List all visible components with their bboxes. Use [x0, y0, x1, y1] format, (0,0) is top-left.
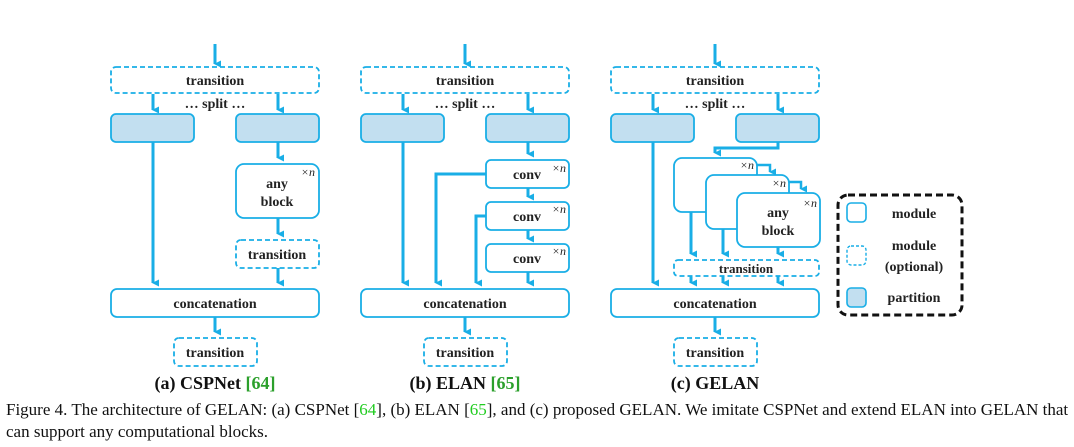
repeat-n-label: ×n	[803, 196, 817, 210]
conv-label: conv	[513, 252, 541, 267]
subfigure-caption-a: (a) CSPNet [64]	[155, 373, 276, 394]
figure-caption: Figure 4. The architecture of GELAN: (a)…	[6, 399, 1074, 443]
repeat-n-label: ×n	[552, 161, 566, 175]
repeat-n-label: ×n	[552, 202, 566, 216]
transition-label: transition	[719, 261, 774, 276]
concatenation-label: concatenation	[673, 297, 756, 312]
partition-box	[235, 113, 320, 143]
transition-label: transition	[436, 346, 495, 361]
legend-optional-label-2: (optional)	[885, 260, 944, 275]
transition-label: transition	[686, 346, 745, 361]
transition-label: transition	[186, 346, 245, 361]
elan-diagram: transition … split … conv ×n conv ×n con…	[360, 44, 570, 394]
split-label: … split …	[685, 97, 746, 112]
split-label: … split …	[185, 97, 246, 112]
transition-box	[610, 66, 820, 94]
concatenation-label: concatenation	[173, 297, 256, 312]
block-label: block	[762, 224, 795, 239]
transition-label: transition	[186, 74, 245, 89]
partition-box	[360, 113, 445, 143]
arrow	[474, 214, 486, 283]
subfigure-caption-c: (c) GELAN	[671, 373, 760, 394]
repeat-n-label: ×n	[772, 176, 786, 190]
arrow	[713, 142, 780, 153]
citation-link[interactable]: 64	[359, 400, 377, 419]
partition-box	[110, 113, 195, 143]
any-label: any	[767, 206, 789, 221]
transition-label: transition	[248, 248, 307, 263]
transition-box	[173, 337, 258, 367]
legend-partition-swatch	[846, 287, 867, 308]
legend-module-label: module	[892, 207, 936, 222]
arrow	[789, 180, 801, 189]
legend-partition-label: partition	[888, 291, 941, 306]
conv-label: conv	[513, 210, 541, 225]
gelan-diagram: transition … split … any block ×n transi…	[110, 44, 964, 394]
transition-box	[110, 66, 320, 94]
transition-box	[423, 337, 508, 367]
caption-text: ], (b) ELAN [	[376, 400, 470, 419]
transition-box	[360, 66, 570, 94]
repeat-n-label: ×n	[740, 158, 754, 172]
transition-label: transition	[686, 74, 745, 89]
subfigure-caption-b: (b) ELAN [65]	[409, 373, 520, 394]
arrow	[757, 163, 770, 172]
transition-box	[673, 259, 820, 277]
transition-label: transition	[436, 74, 495, 89]
repeat-n-label: ×n	[552, 244, 566, 258]
caption-text: ], and (c) proposed GELAN. We imitate CS…	[6, 400, 1069, 441]
legend: module module (optional) partition	[836, 193, 964, 317]
legend-optional-label-1: module	[892, 239, 936, 254]
concatenation-label: concatenation	[423, 297, 506, 312]
partition-box	[735, 113, 820, 143]
partition-box	[485, 113, 570, 143]
cspnet-diagram: transition … split … any block ×n transi…	[110, 44, 320, 394]
citation-link[interactable]: 65	[469, 400, 487, 419]
legend-border	[836, 193, 964, 317]
legend-module-swatch	[846, 202, 867, 223]
partition-box	[610, 113, 695, 143]
split-label: … split …	[435, 97, 496, 112]
transition-box	[673, 337, 758, 367]
block-label: block	[261, 195, 294, 210]
any-label: any	[266, 177, 288, 192]
arrow	[434, 172, 486, 283]
repeat-n-label: ×n	[301, 165, 315, 179]
legend-optional-swatch	[846, 245, 867, 266]
caption-text: Figure 4. The architecture of GELAN: (a)…	[6, 400, 360, 419]
conv-label: conv	[513, 168, 541, 183]
gelan-subdiagram: transition … split … ×n ×n ×n any block …	[610, 44, 821, 394]
transition-box	[235, 239, 320, 269]
